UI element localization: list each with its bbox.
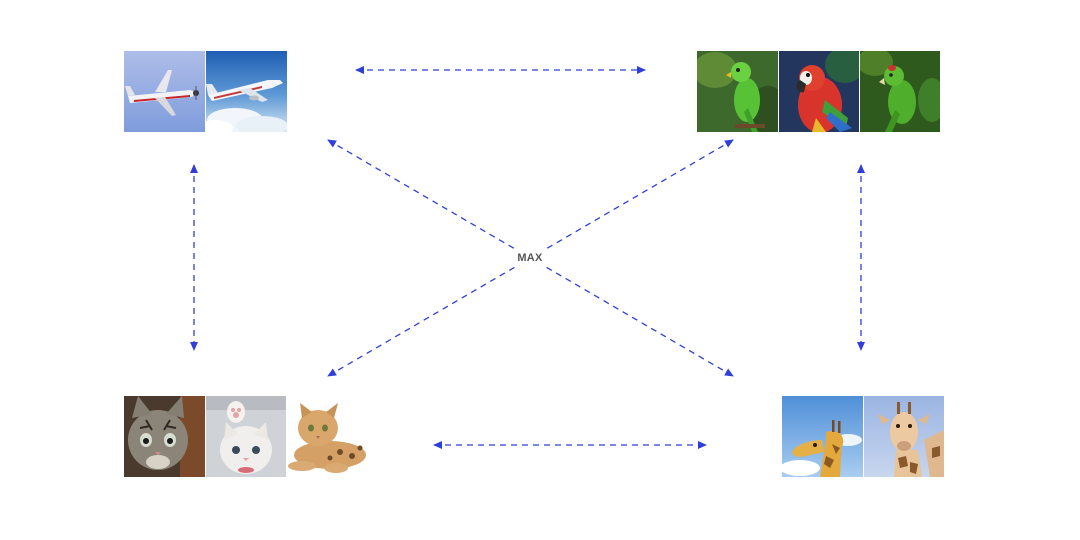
image-group-airplanes <box>124 51 287 132</box>
parrot-image-3 <box>860 51 940 132</box>
center-label: MAX <box>517 252 543 264</box>
airplane-image-1 <box>124 51 205 132</box>
kitten-image-1 <box>124 396 205 477</box>
image-group-parrots <box>697 51 940 132</box>
parrot-image-2 <box>779 51 859 132</box>
parrot-image-1 <box>697 51 778 132</box>
image-group-giraffes <box>782 396 944 477</box>
giraffe-image-2 <box>864 396 944 477</box>
label-background <box>510 249 550 265</box>
kitten-image-2 <box>206 396 286 477</box>
kitten-image-3 <box>287 396 369 477</box>
image-group-kittens <box>124 396 369 477</box>
airplane-image-2 <box>206 51 287 132</box>
giraffe-image-1 <box>782 396 863 477</box>
